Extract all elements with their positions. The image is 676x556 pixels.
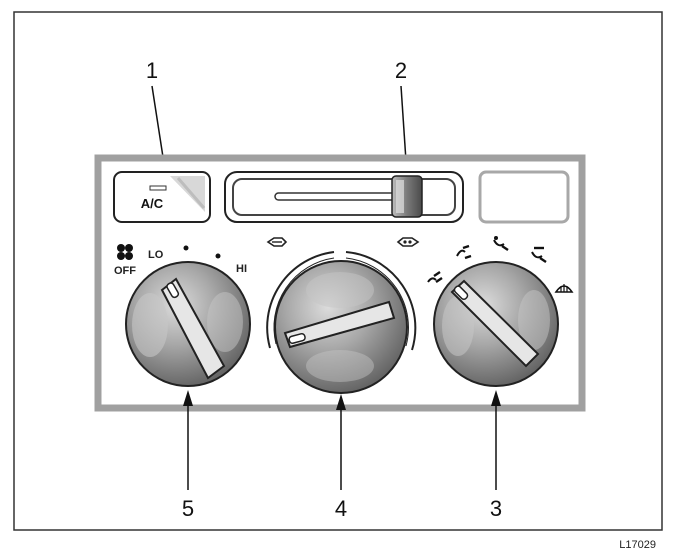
leader-arrow-3 [491,390,501,406]
fan-lo-label: LO [148,249,164,261]
temp-scale-arc-cold [266,251,335,349]
slider-track [274,192,404,201]
callout-5: 5 [182,496,194,521]
bilevel-vent-icon [456,244,472,260]
air-mode-knob-pointer [450,279,540,368]
fan-speed-knob-group: OFF LO HI [114,244,251,387]
callout-4: 4 [335,496,347,521]
callout-1: 1 [146,58,158,83]
ac-button-label: A/C [141,196,164,211]
fan-speed-dot [183,245,189,251]
temperature-knob-pointer [283,300,396,349]
warm-air-icon [396,237,420,247]
air-mode-knob-group [427,236,574,387]
temperature-slider[interactable] [224,171,464,223]
temp-scale-arc-warm-inner [345,257,409,347]
fan-off-label: OFF [114,265,136,277]
leader-arrow-4 [336,394,346,410]
floor-defrost-icon [531,246,547,263]
callout-3: 3 [490,496,502,521]
face-vent-icon [427,271,443,283]
slider-handle[interactable] [391,175,423,218]
cold-air-icon [266,237,288,247]
callout-2: 2 [395,58,407,83]
floor-vent-icon [493,236,509,251]
air-mode-knob[interactable] [433,261,559,387]
temperature-knob-group [266,237,420,394]
defrost-icon [554,284,574,293]
ac-button[interactable]: A/C [113,171,211,223]
leader-arrow-5 [183,390,193,406]
figure-reference-code: L17029 [619,539,656,551]
fan-hi-label: HI [236,263,247,275]
fan-speed-dot [215,253,221,259]
fan-speed-knob[interactable] [125,261,251,387]
temp-scale-arc-warm [345,251,417,351]
blank-button[interactable] [478,170,570,224]
temperature-knob[interactable] [274,260,408,394]
ac-indicator-lamp [149,185,167,191]
fan-icon [117,244,133,260]
